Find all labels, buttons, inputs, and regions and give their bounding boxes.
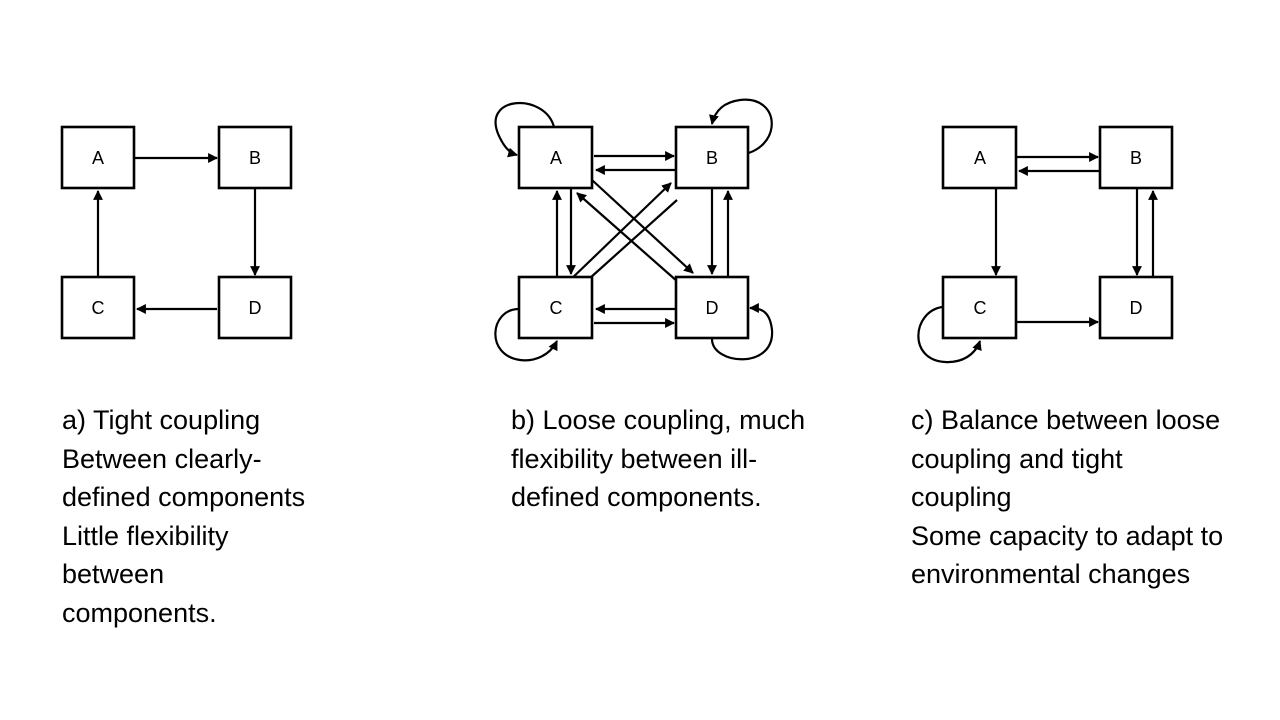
self-loop-b — [709, 98, 773, 157]
node-b-a: A — [517, 125, 594, 190]
diagram-b: A B C D — [494, 98, 774, 362]
node-label: C — [974, 298, 987, 318]
node-label: D — [706, 298, 719, 318]
node-box — [517, 275, 594, 340]
edge-c-to-b — [566, 182, 672, 284]
caption-line: coupling — [911, 482, 1012, 512]
node-box — [941, 275, 1018, 340]
diagram-a: A B C D — [60, 125, 293, 340]
caption-line: between — [62, 559, 165, 589]
node-box — [60, 275, 136, 340]
node-label: C — [550, 298, 563, 318]
node-label: A — [550, 148, 562, 168]
caption-b: b) Loose coupling, much flexibility betw… — [511, 401, 805, 517]
caption-line: defined components. — [511, 482, 762, 512]
node-b-b: B — [674, 125, 750, 190]
node-box — [941, 125, 1018, 190]
caption-line: components. — [62, 597, 217, 628]
caption-line: Between clearly- — [62, 443, 262, 474]
self-loop-c — [494, 307, 558, 362]
edge-d-to-a — [576, 192, 679, 283]
caption-line: a) Tight coupling — [62, 405, 261, 435]
node-a-b: B — [217, 125, 293, 190]
node-label: D — [249, 298, 262, 318]
node-label: B — [1130, 148, 1142, 168]
caption-line: Some capacity to adapt to — [911, 520, 1224, 551]
self-loop-d — [710, 303, 774, 361]
caption-line: coupling and tight — [911, 443, 1123, 474]
diagram-c-edges — [917, 152, 1158, 364]
node-box — [517, 125, 594, 190]
caption-line: b) Loose coupling, much — [511, 405, 806, 435]
self-loop-a — [494, 101, 556, 158]
node-c-b: B — [1098, 125, 1174, 190]
node-label: A — [974, 148, 986, 168]
node-c-c: C — [941, 275, 1018, 340]
node-a-c: C — [60, 275, 136, 340]
edge-b-to-c — [579, 199, 678, 288]
node-c-d: D — [1098, 275, 1174, 340]
diagram-a-edges — [93, 153, 260, 314]
node-label: B — [706, 148, 718, 168]
caption-line: environmental changes — [911, 559, 1191, 589]
node-label: A — [92, 148, 104, 168]
node-a-a: A — [60, 125, 136, 190]
node-b-d: D — [674, 275, 750, 340]
caption-a: a) Tight coupling Between clearly- defin… — [62, 401, 305, 632]
edge-a-to-d — [591, 179, 694, 274]
node-c-a: A — [941, 125, 1018, 190]
node-a-d: D — [217, 275, 293, 340]
node-box — [674, 275, 750, 340]
node-box — [217, 125, 293, 190]
caption-line: c) Balance between loose — [911, 405, 1221, 435]
node-box — [1098, 125, 1174, 190]
self-loop-c — [917, 305, 982, 364]
node-box — [60, 125, 136, 190]
diagram-c: A B C D — [917, 125, 1174, 364]
node-b-c: C — [517, 275, 594, 340]
node-label: B — [249, 148, 261, 168]
caption-line: Little flexibility — [62, 520, 229, 551]
node-box — [1098, 275, 1174, 340]
caption-line: defined components — [62, 482, 306, 512]
node-label: D — [1130, 298, 1143, 318]
node-label: C — [92, 298, 105, 318]
caption-line: flexibility between ill- — [511, 443, 758, 474]
node-box — [217, 275, 293, 340]
node-box — [674, 125, 750, 190]
diagram-b-edges — [494, 98, 774, 362]
caption-c: c) Balance between loose coupling and ti… — [911, 401, 1223, 594]
